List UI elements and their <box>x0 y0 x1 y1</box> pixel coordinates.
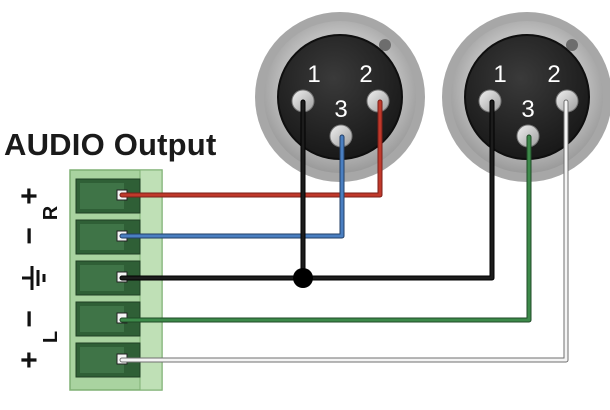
ground-icon <box>22 266 46 290</box>
xlr1-pin-1-label: 1 <box>307 61 320 88</box>
xlr2-pin-1-label: 1 <box>493 61 506 88</box>
wire-white <box>119 99 569 363</box>
terminal-side-labels: + − R − + L <box>13 187 62 369</box>
xlr-connector-1: 1 2 3 <box>255 12 425 182</box>
wire-blue <box>119 134 345 239</box>
ground-junction-dot <box>293 268 313 288</box>
wires <box>119 99 569 363</box>
xlr-connector-2: 1 2 3 <box>442 12 610 182</box>
wire-green <box>119 134 532 323</box>
terminal-slot-l-plus <box>75 342 141 378</box>
xlr1-latch <box>379 39 391 51</box>
wire-red <box>119 99 383 198</box>
page-title: AUDIO Output <box>4 127 217 162</box>
xlr2-latch <box>566 39 578 51</box>
xlr1-pin-2-label: 2 <box>359 61 372 88</box>
label-r-letter: R <box>40 205 62 220</box>
label-l-minus: − <box>13 310 46 328</box>
label-r-minus: − <box>13 227 46 245</box>
label-l-plus: + <box>13 351 46 369</box>
xlr2-pin-2-label: 2 <box>547 61 560 88</box>
xlr2-pin-3-label: 3 <box>521 96 534 123</box>
wire-black <box>119 99 495 288</box>
label-r-plus: + <box>13 187 46 205</box>
xlr1-pin-3-label: 3 <box>334 96 347 123</box>
label-l-letter: L <box>40 331 62 343</box>
